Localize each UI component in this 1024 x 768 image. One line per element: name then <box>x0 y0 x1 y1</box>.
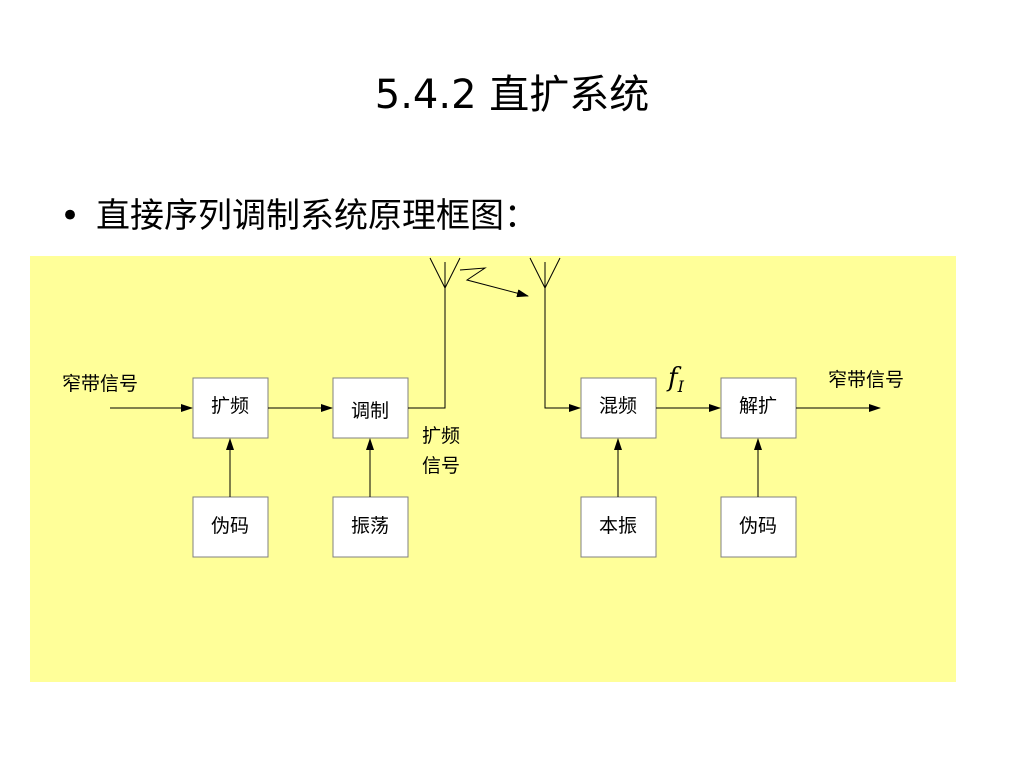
rx-pn-block <box>720 496 797 558</box>
modulate-block-label: 调制 <box>351 400 389 422</box>
local-osc-block <box>580 496 657 558</box>
rx-antenna-feed <box>544 262 581 412</box>
local-osc-block-label: 本振 <box>599 515 637 537</box>
spread-signal-label-1: 扩频 <box>422 425 460 447</box>
if-frequency-label: fI <box>666 363 685 396</box>
oscillator-block-label: 振荡 <box>351 515 389 537</box>
rx-pn-block-label: 伪码 <box>739 515 777 537</box>
tx-pn-block-label: 伪码 <box>211 515 249 537</box>
spread-signal-label-2: 信号 <box>422 455 460 477</box>
tx-antenna-feed <box>408 262 446 409</box>
rx-output-label: 窄带信号 <box>828 369 904 391</box>
radio-link-arrow <box>459 267 529 298</box>
diagram-panel <box>30 256 956 682</box>
despread-block-label: 解扩 <box>739 395 777 417</box>
if-label-sub: I <box>677 377 685 396</box>
slide-title: 5.4.2 直扩系统 <box>374 72 650 118</box>
tx-antenna-icon <box>429 257 461 290</box>
mixer-block-label: 混频 <box>599 395 637 417</box>
tx-input-label: 窄带信号 <box>62 373 138 395</box>
bullet-text: 直接序列调制系统原理框图： <box>96 196 538 236</box>
bullet-item: • 直接序列调制系统原理框图： <box>60 188 538 237</box>
tx-pn-block <box>192 496 269 558</box>
spread-block-label: 扩频 <box>211 395 249 417</box>
bullet-marker: • <box>60 196 81 236</box>
spread-block <box>192 377 269 439</box>
mixer-block <box>580 377 657 439</box>
despread-block <box>720 377 797 439</box>
modulate-block <box>332 377 409 439</box>
